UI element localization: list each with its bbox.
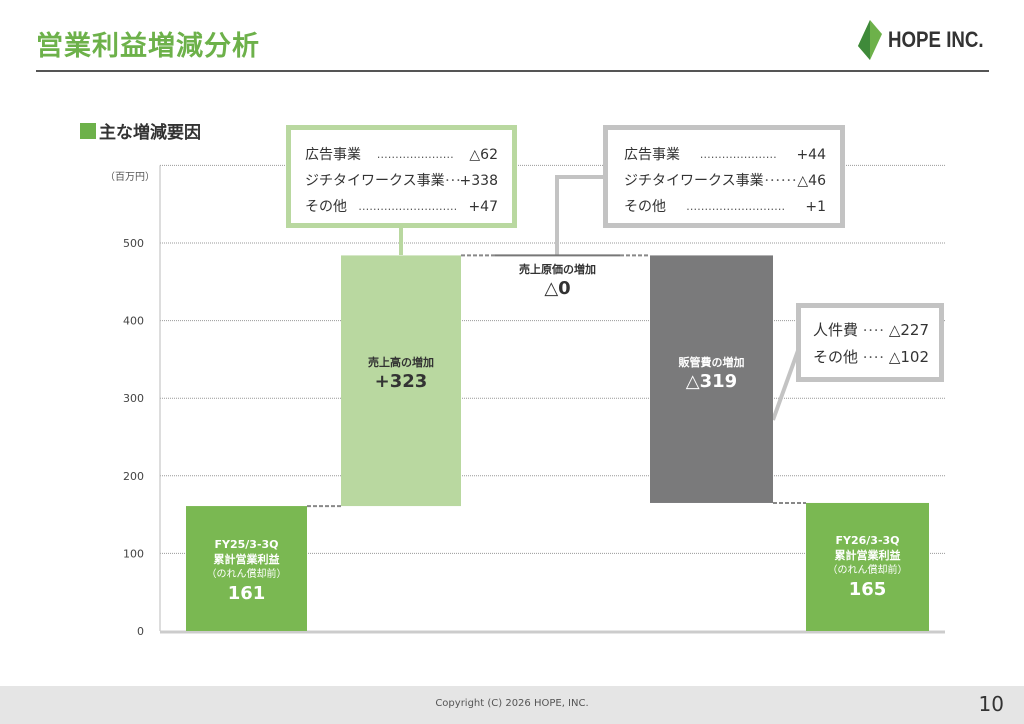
callout-dots: ……………………… xyxy=(358,200,458,213)
bar-category-label: FY25/3-3Q xyxy=(214,538,279,551)
bar-total xyxy=(186,506,307,631)
y-tick-label: 400 xyxy=(123,315,144,328)
callout-row: ジチタイワークス事業････+338 xyxy=(305,168,498,194)
callout-dots: ････ xyxy=(862,351,885,364)
callout-label: 人件費 xyxy=(813,321,859,339)
bar-category-label: 累計営業利益 xyxy=(834,549,901,562)
header-divider xyxy=(36,70,989,72)
bar-category-label: 累計営業利益 xyxy=(213,553,280,566)
callout-row: その他 ……………………… +47 xyxy=(305,194,498,220)
bar-value-label: △319 xyxy=(685,371,738,392)
bar-label: FY26/3-3Q 累計営業利益 （のれん償却前） 165 xyxy=(806,533,929,602)
callout-row: その他････△102 xyxy=(813,344,929,371)
section-title: 主な増減要因 xyxy=(80,118,201,143)
callout-label: ジチタイワークス事業 xyxy=(305,173,445,189)
waterfall-chart: 0 100 200 300 400 500 xyxy=(123,164,945,638)
callout-dots: ………………… xyxy=(376,148,454,161)
bar-label: 売上高の増加 +323 xyxy=(341,355,461,394)
bar-value-label: 161 xyxy=(227,583,266,604)
callout-value: +47 xyxy=(468,199,498,215)
callout-dots: ･･････ xyxy=(764,174,797,187)
bar-decrease xyxy=(650,255,773,503)
page-title: 営業利益増減分析 xyxy=(36,31,260,62)
y-tick-label: 300 xyxy=(123,392,144,405)
bar-total xyxy=(806,502,929,631)
company-logo: HOPE INC. xyxy=(858,20,1000,60)
callout-dots: ････ xyxy=(444,174,460,187)
bar-category-label: 販管費の増加 xyxy=(678,356,745,369)
y-tick-label: 0 xyxy=(137,625,144,638)
bar-category-label: （のれん償却前） xyxy=(827,565,908,576)
callout-row: 人件費････△227 xyxy=(813,317,929,344)
callout-label: 広告事業 xyxy=(305,147,361,163)
callout-label: その他 xyxy=(305,199,347,215)
logo-mark-icon xyxy=(858,20,882,60)
bar-category-label: FY26/3-3Q xyxy=(835,534,900,547)
callout-connector xyxy=(771,344,802,421)
callout-row: 広告事業 ………………… △62 xyxy=(305,142,498,168)
copyright: Copyright (C) 2026 HOPE, INC. xyxy=(435,698,589,709)
callout-label: その他 xyxy=(813,348,859,366)
callout-dots: ………………… xyxy=(699,148,777,161)
callout-value: +44 xyxy=(796,147,826,163)
bar-label: FY25/3-3Q 累計営業利益 （のれん償却前） 161 xyxy=(186,537,307,606)
callout-label: ジチタイワークス事業 xyxy=(624,173,764,189)
bar-increase xyxy=(341,255,461,507)
callout-value: +1 xyxy=(805,199,826,215)
callout-value: +338 xyxy=(459,173,498,189)
logo-text: HOPE INC. xyxy=(888,27,984,52)
bar-value-label: 165 xyxy=(848,579,887,600)
callout-label: 広告事業 xyxy=(624,147,680,163)
callout-row: その他 ……………………… +1 xyxy=(624,194,826,220)
callout-connector xyxy=(555,175,603,255)
callout-label: その他 xyxy=(624,199,666,215)
page-number: 10 xyxy=(978,692,1004,716)
bar-category-label: 売上原価の増加 xyxy=(519,263,596,276)
callout-row: ジチタイワークス事業･･････△46 xyxy=(624,168,826,194)
callout-value: △227 xyxy=(888,321,929,339)
y-axis-unit: （百万円） xyxy=(105,172,155,183)
callout-dots: ……………………… xyxy=(686,200,786,213)
bar-label: 販管費の増加 △319 xyxy=(650,355,773,394)
y-tick-label: 200 xyxy=(123,470,144,483)
bar-value-label: △0 xyxy=(544,278,571,299)
footer: Copyright (C) 2026 HOPE, INC. 10 xyxy=(0,686,1024,724)
callout-value: △46 xyxy=(797,173,826,189)
callout-sales: 広告事業 ………………… △62 ジチタイワークス事業････+338 その他 ……………… xyxy=(286,125,517,228)
callout-cost: 広告事業 ………………… +44 ジチタイワークス事業･･････△46 その他 …………… xyxy=(603,125,845,228)
bar-value-label: +323 xyxy=(374,371,428,392)
section-marker xyxy=(80,122,96,139)
bar-label: 売上原価の増加 △0 xyxy=(495,262,620,301)
bar-category-label: 売上高の増加 xyxy=(368,356,434,369)
callout-value: △102 xyxy=(888,348,929,366)
bar-category-label: （のれん償却前） xyxy=(206,569,287,580)
callout-row: 広告事業 ………………… +44 xyxy=(624,142,826,168)
y-tick-label: 500 xyxy=(123,237,144,250)
callout-value: △62 xyxy=(469,147,498,163)
section-title-text: 主な増減要因 xyxy=(99,123,201,143)
callout-dots: ････ xyxy=(862,324,885,337)
y-tick-label: 100 xyxy=(123,547,144,560)
